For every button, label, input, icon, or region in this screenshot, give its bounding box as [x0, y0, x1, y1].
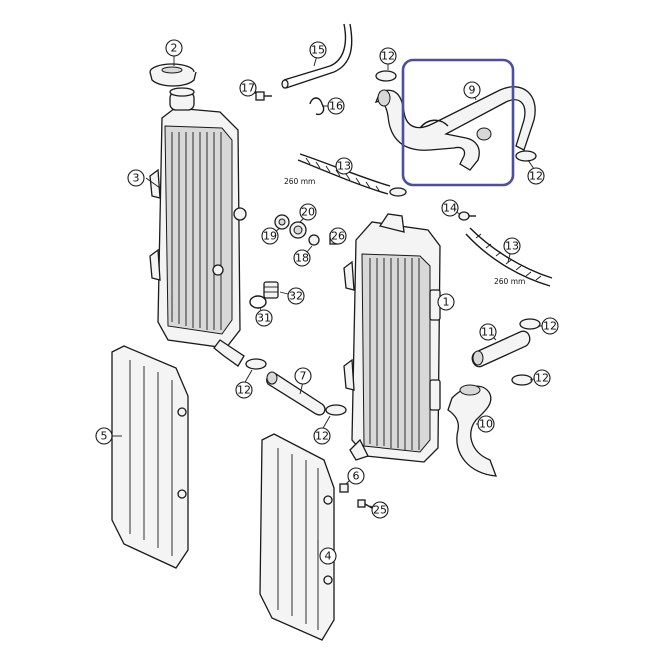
- callout-15: 15: [309, 41, 327, 59]
- callout-label: 17: [241, 82, 255, 95]
- o-ring: [249, 295, 267, 309]
- callout-4: 4: [319, 547, 337, 565]
- callout-14: 14: [441, 199, 459, 217]
- dimension-label: 260 mm: [284, 177, 315, 186]
- callout-11: 11: [479, 323, 497, 341]
- callout-19: 19: [261, 227, 279, 245]
- callout-label: 31: [257, 312, 271, 325]
- hose-10: [447, 384, 497, 477]
- highlight-box: [401, 58, 515, 187]
- callout-12-e: 12: [541, 317, 559, 335]
- clamp-14: [458, 211, 476, 221]
- callout-10: 10: [477, 415, 495, 433]
- callout-32: 32: [287, 287, 305, 305]
- hose-clamps: [245, 70, 541, 416]
- right-shroud: [259, 433, 335, 641]
- callout-label: 13: [505, 240, 519, 253]
- callout-label: 12: [529, 170, 543, 183]
- callout-label: 12: [237, 384, 251, 397]
- callout-31: 31: [255, 309, 273, 327]
- right-radiator: [343, 213, 441, 463]
- callout-label: 7: [300, 370, 307, 383]
- callout-25: 25: [371, 501, 389, 519]
- callout-label: 3: [133, 172, 140, 185]
- radiator-cap: [149, 63, 197, 87]
- callout-13-a: 13: [335, 157, 353, 175]
- callout-12-a: 12: [379, 47, 397, 65]
- callout-20: 20: [299, 203, 317, 221]
- callout-12-d: 12: [313, 427, 331, 445]
- callout-label: 18: [295, 252, 309, 265]
- callout-12-b: 12: [527, 167, 545, 185]
- callout-label: 12: [381, 50, 395, 63]
- callout-label: 1: [443, 296, 450, 309]
- hose-9: [374, 86, 536, 171]
- callout-26: 26: [329, 227, 347, 245]
- left-radiator: [149, 87, 247, 367]
- callout-label: 16: [329, 100, 343, 113]
- callout-5: 5: [95, 427, 113, 445]
- callout-7: 7: [294, 367, 312, 385]
- callout-label: 10: [479, 418, 493, 431]
- callout-label: 4: [325, 550, 332, 563]
- hose-7: [266, 371, 326, 416]
- callout-label: 15: [311, 44, 325, 57]
- left-shroud: [111, 345, 189, 569]
- callout-16: 16: [327, 97, 345, 115]
- callout-13-b: 13: [503, 237, 521, 255]
- screw-17: [255, 91, 272, 101]
- callout-label: 2: [171, 42, 178, 55]
- callout-label: 5: [101, 430, 108, 443]
- callout-1: 1: [437, 293, 455, 311]
- braided-hose-lower: [465, 227, 553, 287]
- callout-label: 11: [481, 326, 495, 339]
- callout-label: 20: [301, 206, 315, 219]
- callout-label: 26: [331, 230, 345, 243]
- callout-label: 9: [469, 84, 476, 97]
- callout-label: 13: [337, 160, 351, 173]
- callout-label: 14: [443, 202, 457, 215]
- callout-label: 6: [353, 470, 360, 483]
- callout-17: 17: [239, 79, 257, 97]
- callout-9: 9: [463, 81, 481, 99]
- callout-12-c: 12: [235, 381, 253, 399]
- callout-label: 12: [315, 430, 329, 443]
- callout-2: 2: [165, 39, 183, 57]
- callout-label: 19: [263, 230, 277, 243]
- nut-screw: [339, 483, 373, 509]
- callout-12-f: 12: [533, 369, 551, 387]
- hose-11: [471, 330, 531, 368]
- dimension-label: 260 mm: [494, 277, 525, 286]
- callout-3: 3: [127, 169, 145, 187]
- callout-18: 18: [293, 249, 311, 267]
- breather-hose: [281, 23, 353, 89]
- threaded-plug: [263, 281, 279, 299]
- hose-clip: [309, 97, 325, 116]
- callout-label: 12: [535, 372, 549, 385]
- callout-label: 25: [373, 504, 387, 517]
- callout-label: 32: [289, 290, 303, 303]
- callout-6: 6: [347, 467, 365, 485]
- callout-label: 12: [543, 320, 557, 333]
